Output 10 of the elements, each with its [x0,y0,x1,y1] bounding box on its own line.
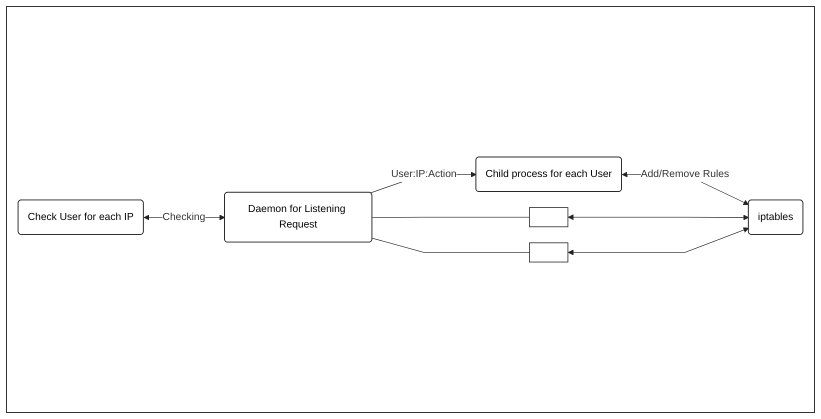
edge-label: Checking [162,211,206,222]
edge-label: Add/Remove Rules [640,168,730,180]
diagram-frame: Checking User:IP:Action Add/Remove Rules Check User for each IP Daemon for Listening Request Child process for each User iptables [6,6,815,413]
connector [372,216,530,218]
edge-label: User:IP:Action [391,168,457,180]
node-box [529,207,568,228]
arrow [568,227,749,256]
node-box [529,242,568,262]
arrow [568,214,749,220]
connector [372,238,530,253]
